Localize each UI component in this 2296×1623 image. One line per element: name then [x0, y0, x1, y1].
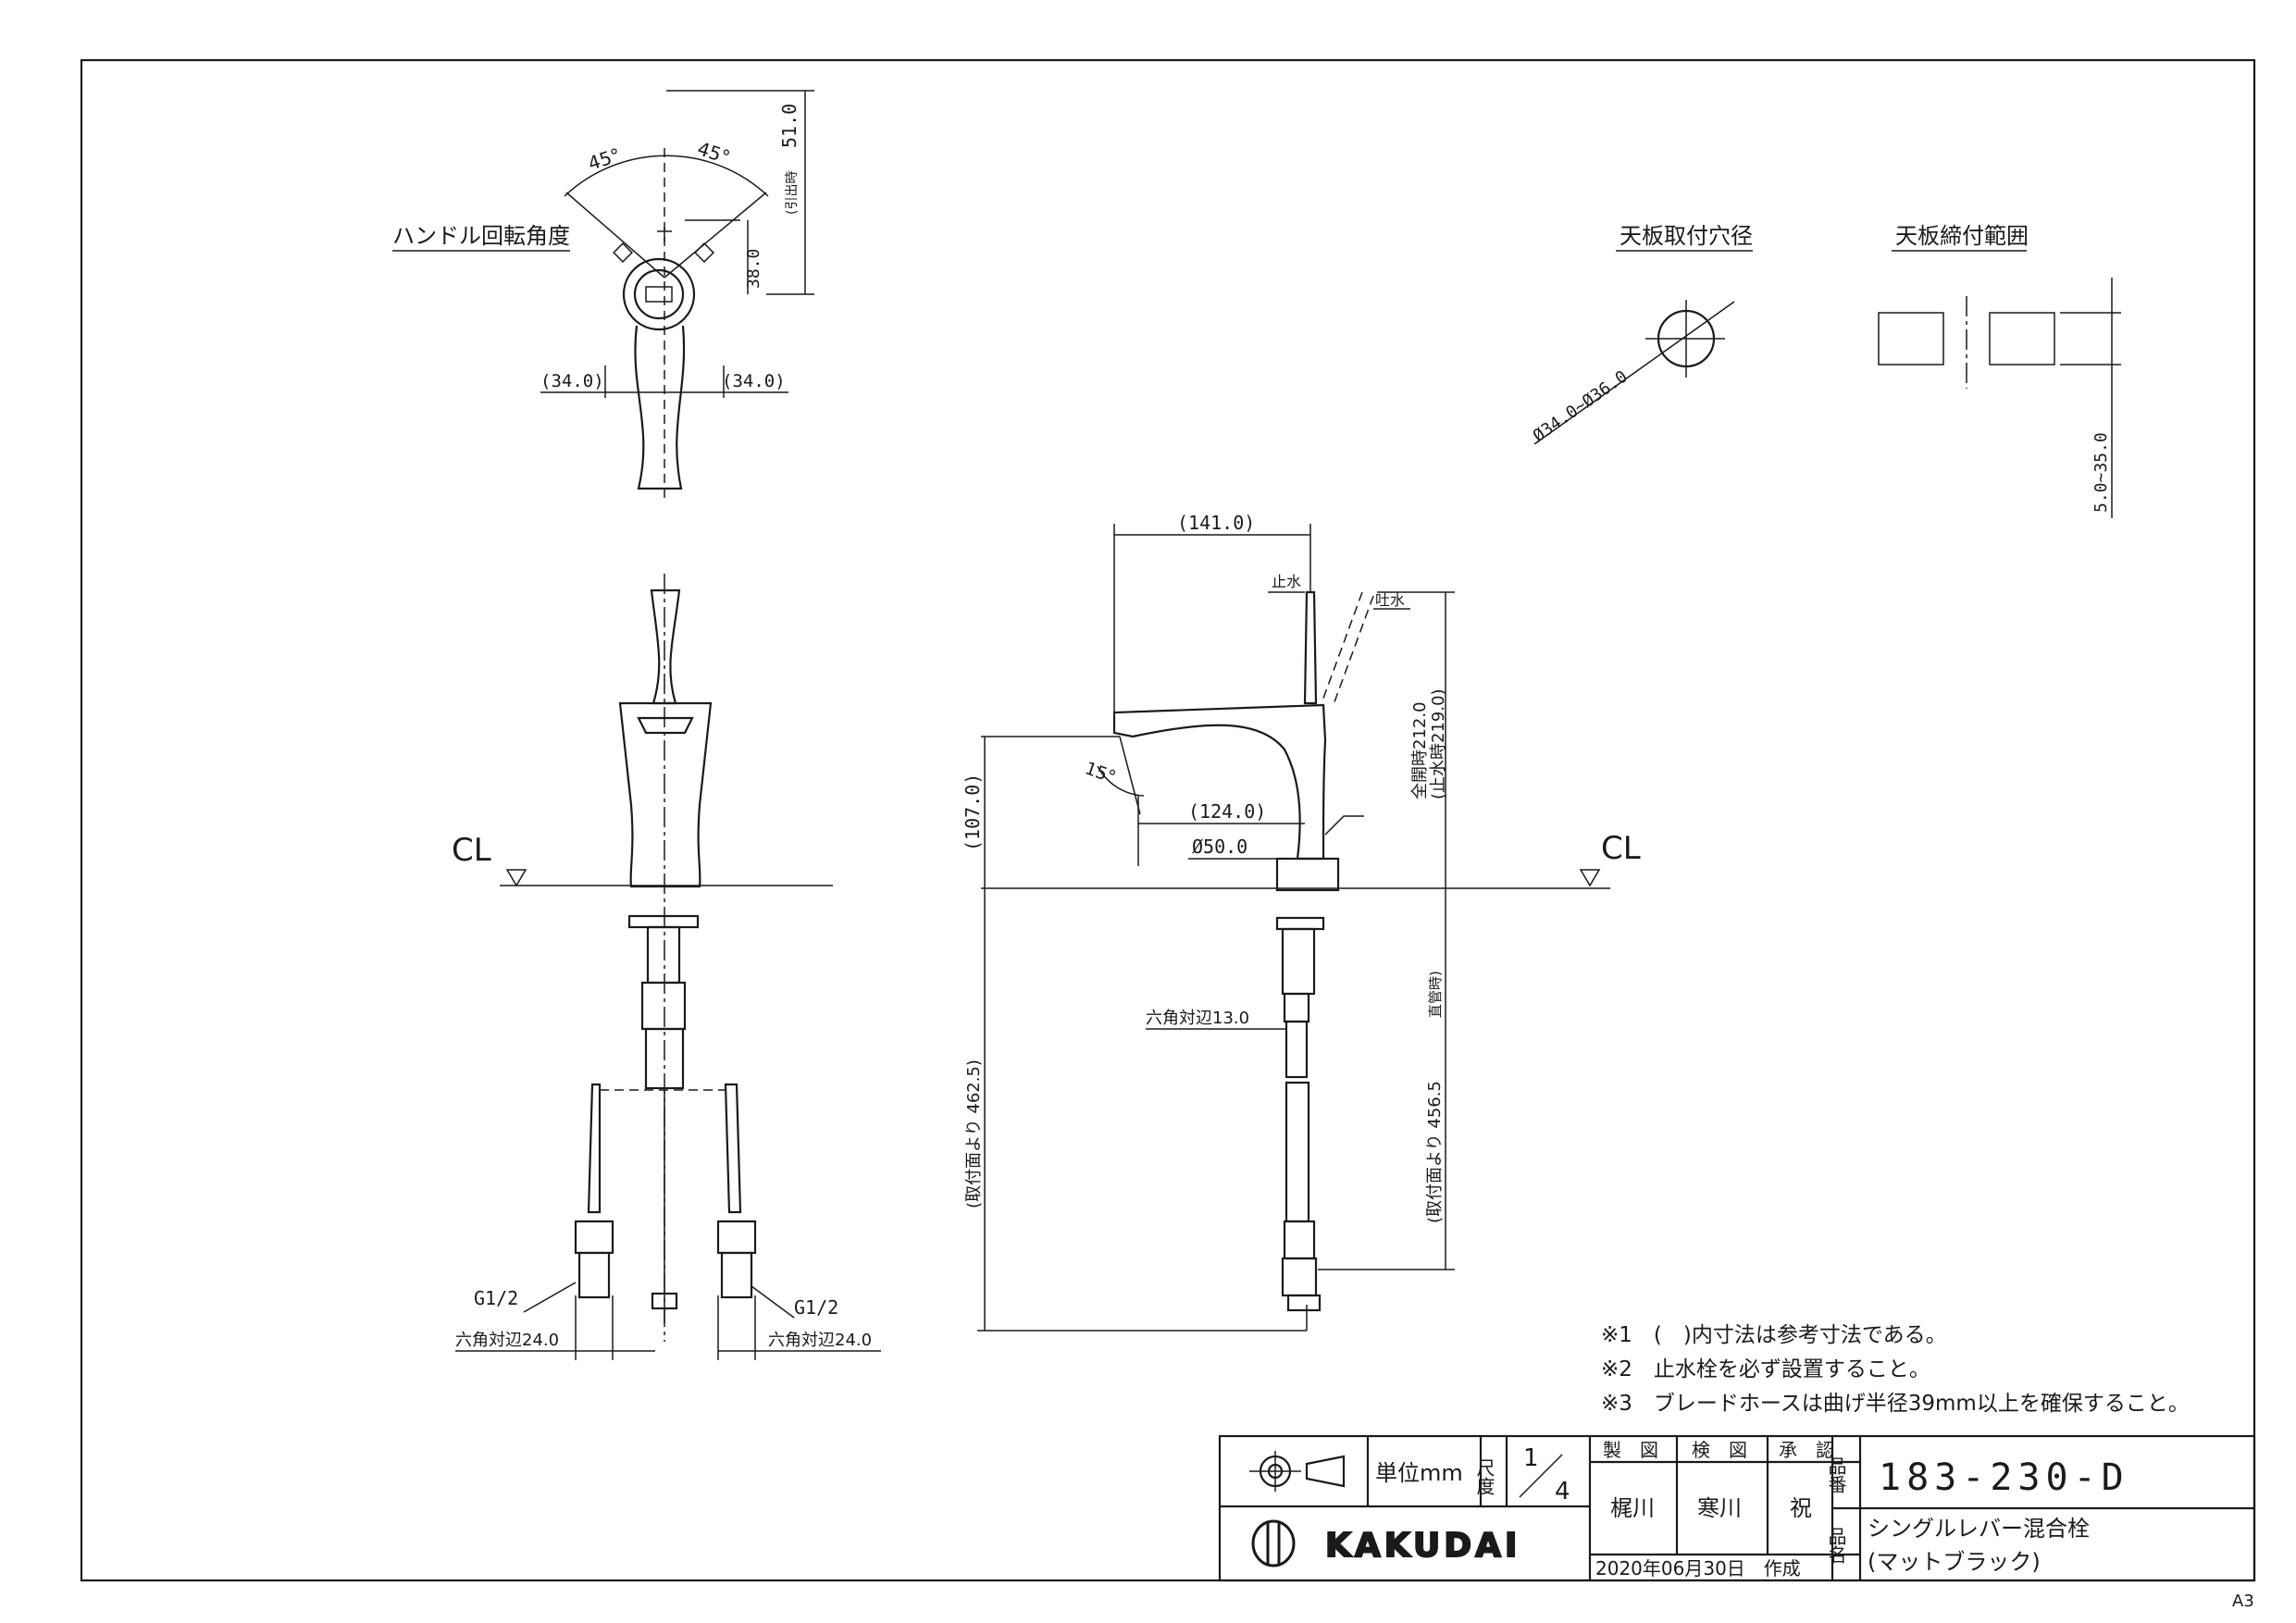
hose-len-right-note: 直管時) [1427, 971, 1444, 1018]
approved-by: 祝 [1790, 1495, 1812, 1521]
handle-angle-title: ハンドル回転角度 [392, 223, 570, 249]
hose-len-right-dim: (取付面より 456.5 [1425, 1081, 1445, 1223]
checked-by: 寒川 [1697, 1495, 1742, 1521]
name-line1: シングルレバー混合栓 [1868, 1516, 2090, 1542]
paper-size: A3 [2232, 1592, 2254, 1611]
kakudai-logo-icon [1251, 1519, 1296, 1567]
clamp-range-title: 天板締付範囲 [1895, 223, 2029, 249]
hdr-checked: 検 図 [1692, 1439, 1747, 1461]
thread-left-label: G1/2 [474, 1287, 518, 1309]
notes: ※1 ( )内寸法は参考寸法である。 ※2 止水栓を必ず設置すること。 ※3 ブ… [1601, 1323, 2190, 1416]
handle-height-dim: 38.0 [744, 249, 763, 289]
sheet-border [80, 58, 2256, 1582]
spout-angle-label: 15° [1082, 758, 1118, 787]
cl-right-label: CL [1601, 830, 1641, 867]
mount-hole-title: 天板取付穴径 [1620, 223, 1753, 249]
body-height-stop: (止水時219.0) [1429, 688, 1448, 799]
note-1: ※1 ( )内寸法は参考寸法である。 [1601, 1323, 1947, 1347]
part-no-label: 品番 [1825, 1456, 1847, 1493]
front-view: CL G1/2 G1/2 六角対辺24.0 六角対辺24.0 [452, 574, 881, 1360]
base-dia-dim: Ø50.0 [1192, 836, 1247, 858]
date-created: 2020年06月30日 作成 [1595, 1557, 1801, 1580]
angle-right-label: 45° [695, 137, 733, 168]
label-stop: 止水 [1272, 573, 1301, 590]
mount-hole-view: 天板取付穴径 Ø34.0~Ø36.0 [1530, 223, 1753, 446]
clamp-range-view: 天板締付範囲 5.0~35.0 [1878, 223, 2121, 518]
scale-den: 4 [1555, 1478, 1570, 1505]
title-block: 単位mm 尺度 1 4 製 図 検 図 承 認 梶川 寒川 祝 2020年06月… [1218, 1434, 2256, 1582]
handle-left-dim: (34.0) [540, 371, 604, 391]
drawn-by: 梶川 [1610, 1495, 1655, 1521]
scale-num: 1 [1523, 1444, 1539, 1472]
spout-height-dim: (107.0) [962, 774, 984, 851]
hose-len-left-dim: (取付面より 462.5) [964, 1059, 984, 1208]
scale-label: 尺度 [1473, 1458, 1496, 1495]
hex-left-label: 六角対辺24.0 [455, 1331, 559, 1350]
name-label: 品名 [1825, 1527, 1847, 1564]
hdr-approved: 承 認 [1779, 1439, 1834, 1461]
body-height-full: 全開時212.0 [1410, 701, 1430, 799]
hex-mid-label: 六角対辺13.0 [1146, 1009, 1249, 1028]
spout-x-dim: (124.0) [1188, 800, 1266, 823]
hdr-drawn: 製 図 [1603, 1439, 1658, 1461]
handle-rotation-view: ハンドル回転角度 45° 45° 51.0 (引出時 38.0 (34.0) (… [392, 90, 814, 500]
spout-reach-dim: (141.0) [1177, 512, 1255, 534]
cl-left-label: CL [452, 832, 491, 869]
hex-right-label: 六角対辺24.0 [768, 1331, 872, 1350]
handle-right-dim: (34.0) [722, 371, 786, 391]
pull-out-dim: 51.0 [778, 104, 800, 148]
projection-symbol-icon [1249, 1451, 1346, 1492]
hole-dia-dim: Ø34.0~Ø36.0 [1530, 367, 1632, 447]
thread-right-label: G1/2 [794, 1296, 838, 1319]
clamp-dim: 5.0~35.0 [2091, 432, 2111, 513]
side-view: 止水 吐水 (141.0) 15° (124.0) Ø50.0 (107.0) … [962, 512, 1641, 1332]
angle-left-label: 45° [585, 143, 623, 175]
brand-name: KAKUDAI [1325, 1527, 1520, 1565]
unit-label: 単位mm [1375, 1460, 1463, 1486]
pull-out-label: (引出時 [785, 171, 800, 215]
name-line2: (マットブラック) [1868, 1549, 2041, 1575]
note-3: ※3 ブレードホースは曲げ半径39mm以上を確保すること。 [1601, 1392, 2190, 1416]
label-spout: 吐水 [1375, 591, 1405, 609]
part-no: 183-230-D [1879, 1456, 2129, 1499]
note-2: ※2 止水栓を必ず設置すること。 [1601, 1357, 1930, 1381]
